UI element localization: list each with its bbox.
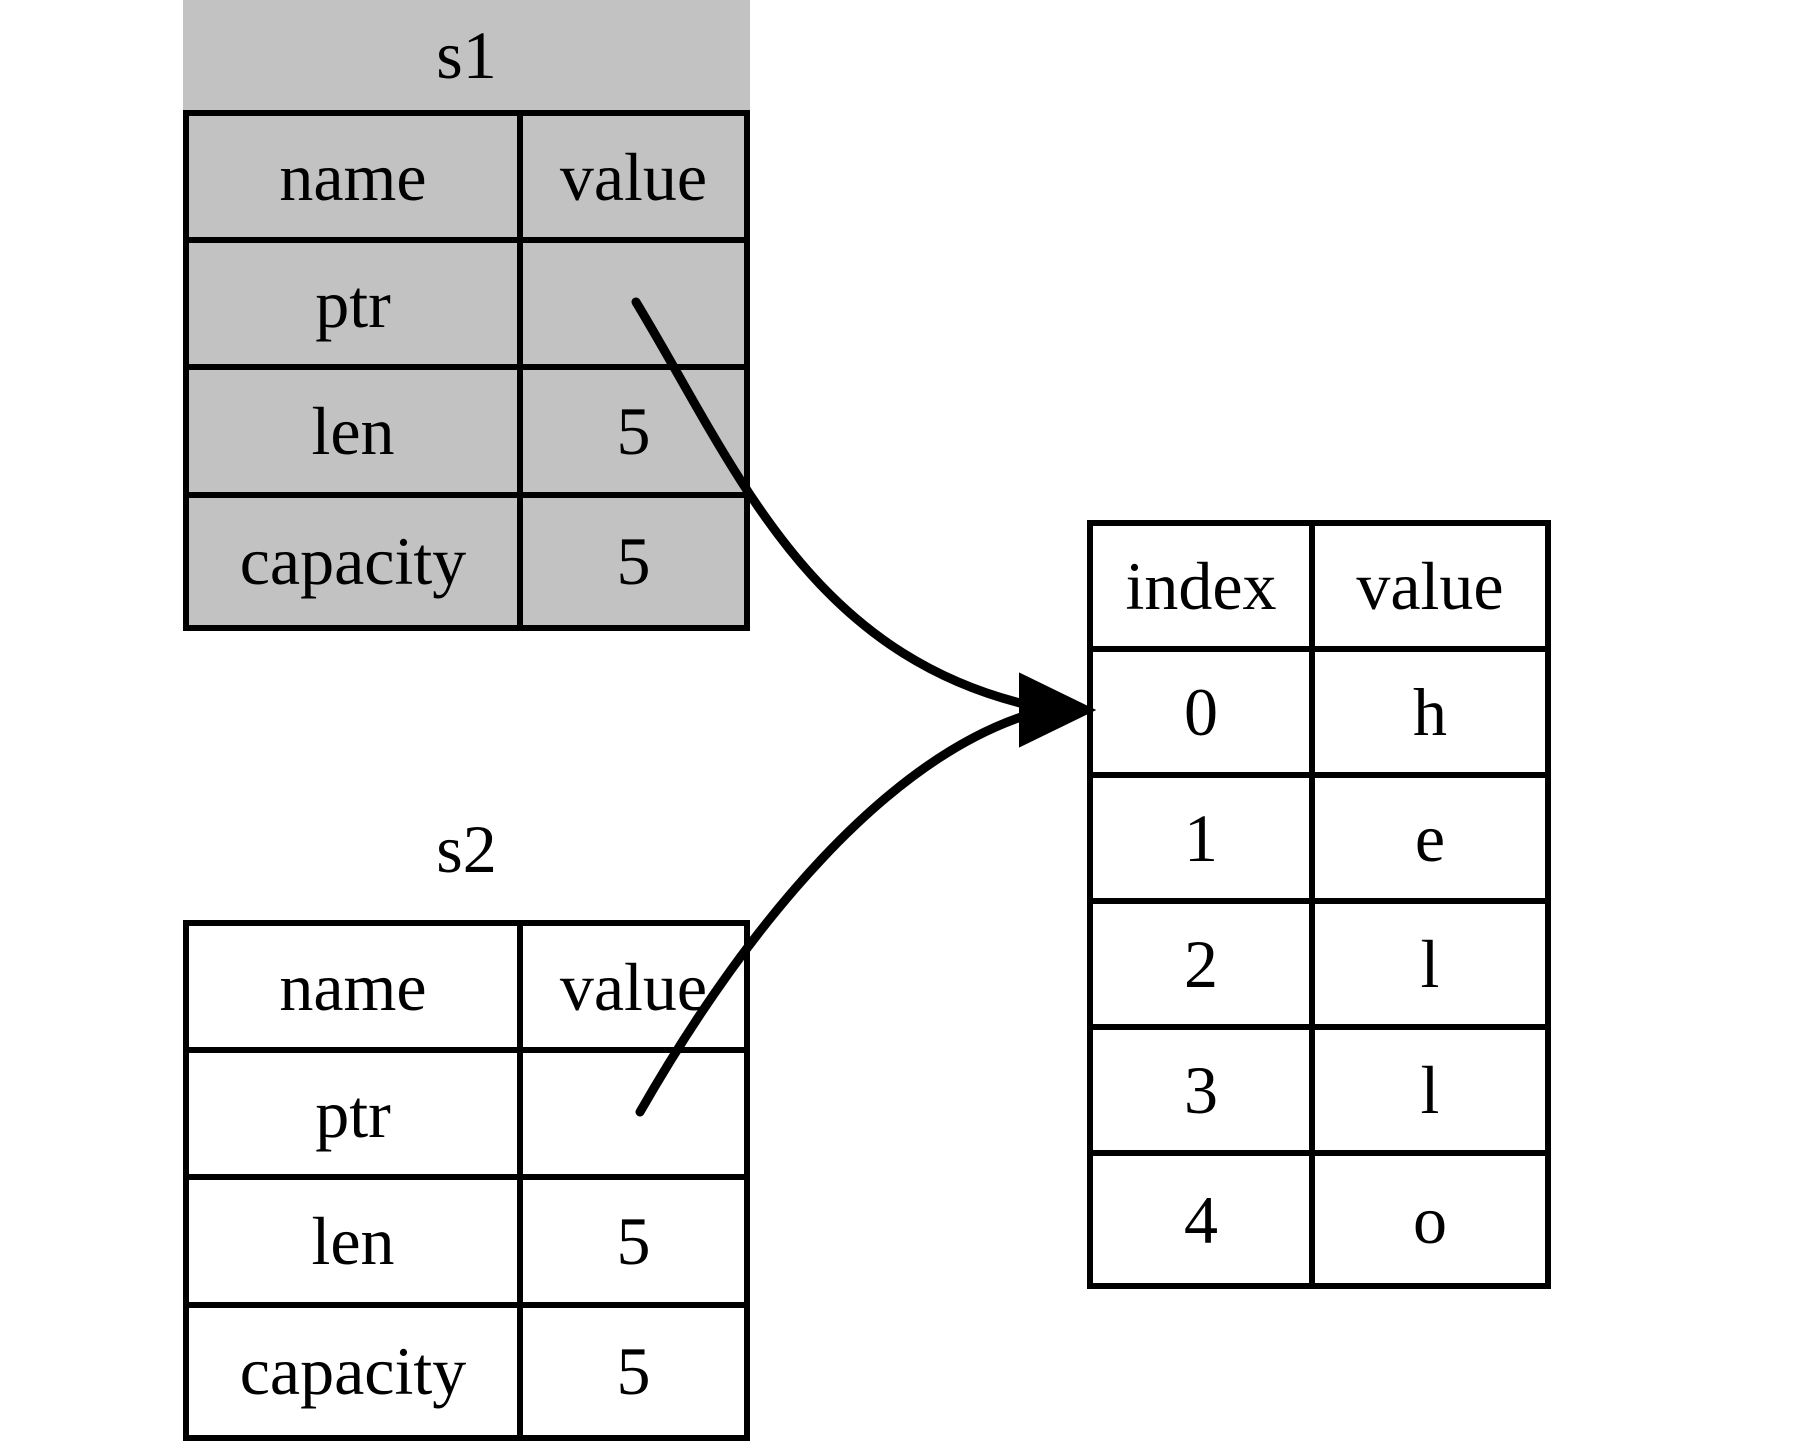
- s1-row-capacity-name: capacity: [189, 497, 523, 625]
- s1-header-name: name: [189, 116, 523, 244]
- heap-row-1-value: e: [1315, 778, 1545, 905]
- heap-row-0-value: h: [1315, 652, 1545, 779]
- s2-table-title: s2: [436, 811, 497, 887]
- s1-table-title: s1: [436, 17, 497, 93]
- s1-header-value: value: [523, 116, 744, 244]
- s2-table: name value ptr len 5 capacity 5: [183, 920, 750, 1441]
- s1-row-ptr-name: ptr: [189, 243, 523, 371]
- heap-string-table: index value 0 h 1 e 2 l 3 l 4 o: [1087, 520, 1551, 1289]
- s2-row-ptr-value-cell: [523, 1053, 744, 1181]
- s1-row-len-value: 5: [523, 370, 744, 498]
- heap-row-0-index: 0: [1093, 652, 1315, 779]
- heap-row-4-index: 4: [1093, 1156, 1315, 1283]
- s1-table: name value ptr len 5 capacity 5: [183, 110, 750, 631]
- s1-row-capacity-value: 5: [616, 523, 651, 600]
- s2-row-ptr-name: ptr: [189, 1053, 523, 1181]
- heap-row-4-value: o: [1413, 1181, 1447, 1258]
- s2-header-value: value: [523, 926, 744, 1054]
- s1-row-len-name: len: [189, 370, 523, 498]
- heap-row-2-index: 2: [1093, 904, 1315, 1031]
- s1-row-ptr-value-cell: [523, 243, 744, 371]
- heap-header-value: value: [1315, 526, 1545, 653]
- heap-row-2-value: l: [1315, 904, 1545, 1031]
- heap-row-1-index: 1: [1093, 778, 1315, 905]
- s2-header-name: name: [189, 926, 523, 1054]
- heap-row-3-index: 3: [1093, 1030, 1315, 1157]
- s2-row-capacity-name: capacity: [189, 1307, 523, 1435]
- s2-row-capacity-value: 5: [616, 1333, 651, 1410]
- heap-row-3-value: l: [1315, 1030, 1545, 1157]
- s2-row-len-value: 5: [523, 1180, 744, 1308]
- pointer-arrowhead: [1019, 672, 1097, 748]
- s2-row-len-name: len: [189, 1180, 523, 1308]
- heap-header-index: index: [1093, 526, 1315, 653]
